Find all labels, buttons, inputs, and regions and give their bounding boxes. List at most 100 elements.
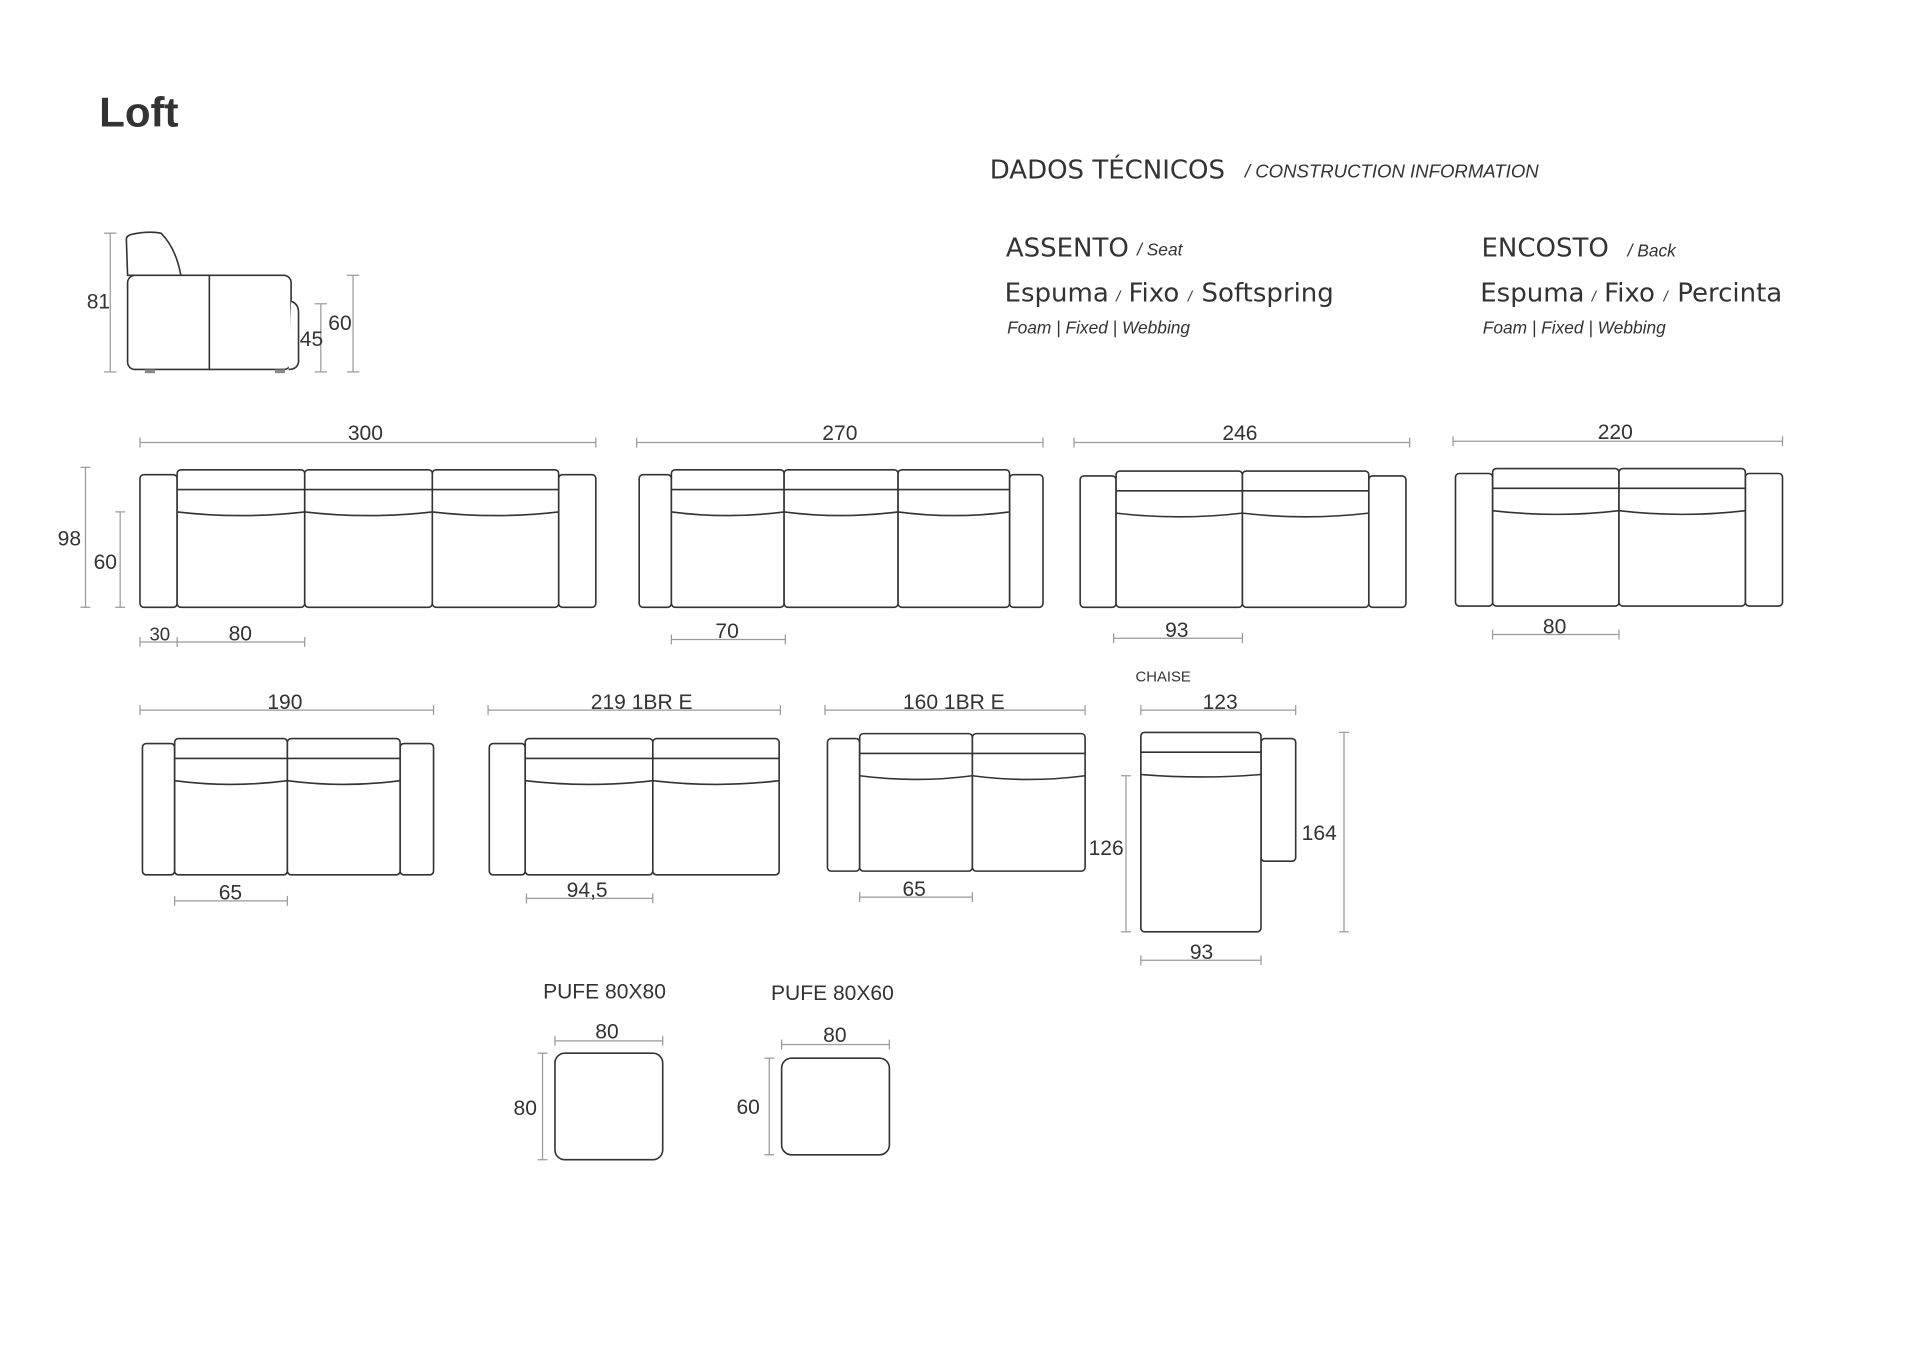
seat-cushion-front	[1492, 509, 1620, 516]
chaise-label: CHAISE	[1135, 670, 1190, 686]
dim-line-220	[1452, 436, 1784, 447]
back-item-fixed: Fixo	[1604, 278, 1655, 308]
foot	[144, 369, 155, 374]
pufe-80x60	[780, 1057, 891, 1156]
dim-total-height: 81	[87, 291, 110, 314]
dim-line-pufe1-width	[554, 1035, 664, 1046]
dim-line-seat-220	[1492, 629, 1620, 640]
back-label-en: / Back	[1627, 241, 1677, 261]
dim-seat-width-246: 93	[1165, 619, 1188, 642]
arm-left	[139, 473, 178, 609]
dim-total-height: 98	[58, 527, 81, 550]
dim-line-seat-190	[174, 895, 288, 906]
pufe-80x80	[554, 1052, 664, 1161]
dim-arm-height: 60	[328, 312, 351, 335]
dim-width-300: 300	[348, 422, 383, 445]
arm-left	[1454, 472, 1494, 607]
dim-line-93	[1140, 955, 1262, 966]
dim-line-45	[314, 303, 328, 373]
arm-left	[638, 473, 673, 609]
dim-line-246	[1073, 437, 1411, 448]
seat-cushion-front	[1618, 509, 1746, 516]
dim-seat-width-300: 80	[229, 623, 252, 646]
dim-width-220: 220	[1598, 421, 1633, 444]
seat-cushion-front	[525, 779, 653, 786]
dim-seat-width-220: 80	[1543, 615, 1566, 638]
chaise-drawing	[1140, 731, 1297, 933]
seat-cushion-front	[432, 511, 559, 517]
seat-cushion-front	[177, 511, 305, 517]
dim-line-pufe2-width	[781, 1039, 891, 1050]
dim-width-190: 190	[267, 691, 302, 714]
dim-seat-width-160: 65	[902, 878, 925, 901]
dim-line-pufe2-depth	[764, 1057, 775, 1156]
dim-line-270	[636, 437, 1044, 448]
side-arm	[288, 300, 300, 371]
back-spec: ENCOSTO / Back Espuma / Fixo / Percinta …	[1480, 234, 1782, 338]
dim-line-164	[1339, 731, 1349, 933]
dim-line-219	[487, 705, 782, 716]
sofa-270	[638, 468, 1044, 609]
pufe-80x60-label: PUFE 80X60	[771, 982, 894, 1005]
dim-seat-width-270: 70	[715, 620, 738, 643]
seat-item-softspring: Softspring	[1202, 278, 1334, 308]
arm-left	[488, 742, 527, 876]
pufe-80x80-label: PUFE 80X80	[543, 981, 666, 1004]
dim-line-seat-246	[1112, 633, 1244, 644]
sofa-220	[1454, 467, 1784, 607]
seat-cushion-front	[1242, 512, 1369, 518]
headrest	[125, 231, 182, 277]
side-view-drawing: 81 45 60	[87, 231, 360, 374]
dim-line-123	[1140, 705, 1297, 716]
chaise-arm	[1260, 737, 1297, 863]
sofa-160-1br-e	[826, 732, 1086, 872]
seat-spec: ASSENTO / Seat Espuma / Fixo / Softsprin…	[1005, 234, 1334, 338]
separator: /	[1187, 289, 1194, 305]
seat-cushion-front	[1115, 512, 1243, 518]
foot	[274, 369, 285, 374]
separator: /	[1591, 289, 1598, 305]
seat-cushion-front	[783, 511, 899, 517]
back-items-en: Foam | Fixed | Webbing	[1483, 318, 1666, 338]
dim-arm-width: 30	[149, 624, 170, 645]
seat-item-fixed: Fixo	[1128, 278, 1179, 308]
seat-cushion-front	[671, 511, 785, 517]
dim-chaise-seat: 93	[1190, 941, 1213, 964]
dim-seat-width-190: 65	[219, 882, 242, 905]
seat-cushion-front	[652, 779, 780, 786]
arm-right	[1744, 472, 1784, 607]
seat-label-en: / Seat	[1136, 239, 1183, 259]
dim-pufe1-depth: 80	[514, 1097, 537, 1120]
seat-cushion	[971, 732, 1086, 872]
arm-right	[1008, 473, 1044, 609]
sofa-246	[1079, 470, 1407, 609]
dim-line-seat-300	[139, 637, 306, 647]
dim-pufe1-width: 80	[595, 1020, 618, 1043]
seat-label: ASSENTO	[1006, 234, 1129, 264]
dim-line-300	[139, 437, 597, 448]
seat-cushion	[1618, 467, 1747, 607]
dim-chaise-width: 123	[1203, 691, 1238, 714]
dim-line-pufe1-depth	[537, 1052, 548, 1161]
dim-line-seat-160	[859, 892, 974, 903]
sofa-190	[141, 737, 435, 876]
arm-left	[1079, 475, 1117, 609]
back-item-webbing: Percinta	[1677, 278, 1782, 308]
sofa-219-1br-e	[488, 737, 780, 876]
construction-heading-en: / CONSTRUCTION INFORMATION	[1243, 160, 1539, 181]
product-title: Loft	[99, 89, 179, 136]
back-label: ENCOSTO	[1481, 234, 1608, 264]
separator: /	[1115, 289, 1122, 305]
seat-cushion	[651, 737, 780, 876]
dim-width-270: 270	[822, 422, 857, 445]
seat-cushion-front	[304, 511, 433, 517]
sofa-300	[139, 468, 597, 609]
seat-cushion	[286, 737, 401, 876]
construction-heading: DADOS TÉCNICOS	[990, 154, 1225, 186]
dim-chaise-inner-depth: 126	[1089, 837, 1124, 860]
dim-arm-height: 60	[94, 551, 117, 574]
arm-left	[141, 742, 176, 876]
arm-left	[826, 737, 861, 872]
